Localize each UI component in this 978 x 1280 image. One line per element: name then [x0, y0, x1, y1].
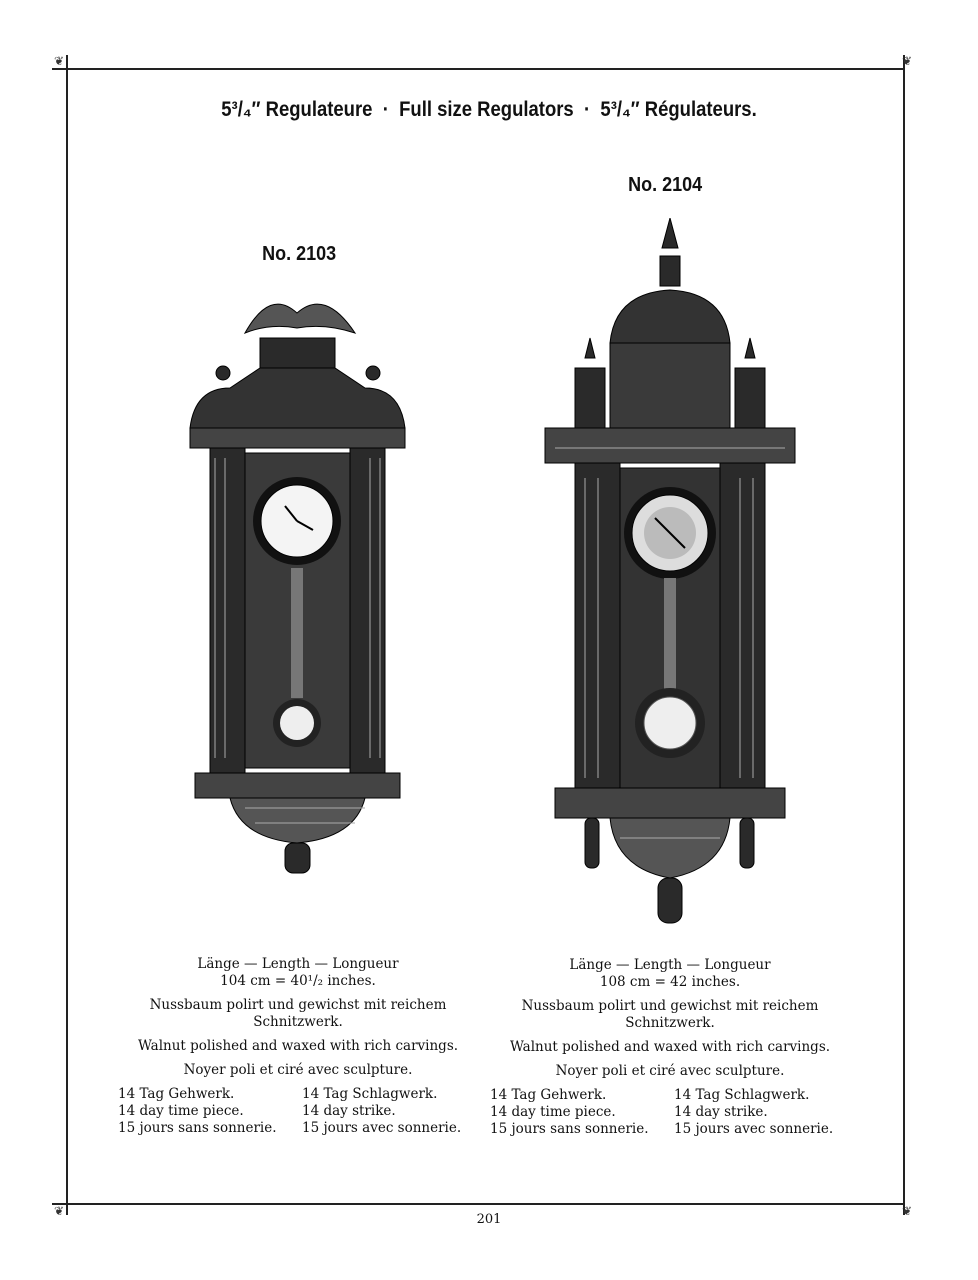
title-french: 5³/₄″ Régulateurs.	[600, 98, 757, 121]
title-english: Full size Regulators	[399, 98, 574, 121]
clock-2104-illustration	[544, 218, 796, 924]
right-border	[903, 55, 905, 1215]
page-title: 5³/₄″ Regulateure · Full size Regulators…	[59, 98, 920, 122]
option-text: 15 jours sans sonnerie.	[490, 1121, 649, 1137]
option-text: 14 day strike.	[302, 1103, 396, 1119]
page-number: 201	[476, 1212, 502, 1227]
model-number-2104: No. 2104	[628, 174, 703, 196]
option-text: 14 Tag Gehwerk.	[490, 1087, 607, 1103]
length-value: 104 cm = 40¹/₂ inches.	[220, 973, 376, 989]
description-french: Noyer poli et ciré avec sculpture.	[183, 1062, 413, 1078]
title-german: 5³/₄″ Regulateure	[221, 98, 373, 121]
corner-ornament-icon: ❦	[54, 54, 65, 68]
description-german: Nussbaum polirt und gewichst mit reichem…	[149, 997, 447, 1030]
description-english: Walnut polished and waxed with rich carv…	[509, 1039, 831, 1055]
option-text: 14 day time piece.	[118, 1103, 244, 1119]
movement-options: 14 Tag Gehwerk. 14 Tag Schlagwerk. 14 day…	[490, 1087, 850, 1138]
length-label: Länge — Length — Longueur	[197, 956, 399, 972]
corner-ornament-icon: ❦	[902, 1204, 913, 1218]
model-number-2103: No. 2103	[262, 243, 337, 265]
option-text: 15 jours avec sonnerie.	[674, 1121, 834, 1137]
option-text: 14 Tag Schlagwerk.	[302, 1086, 438, 1102]
top-border	[52, 68, 904, 70]
length-value: 108 cm = 42 inches.	[599, 974, 741, 990]
left-border	[66, 55, 68, 1215]
title-separator: ·	[583, 98, 591, 121]
option-text: 14 day strike.	[674, 1104, 768, 1120]
option-text: 14 Tag Gehwerk.	[118, 1086, 235, 1102]
description-german: Nussbaum polirt und gewichst mit reichem…	[521, 998, 819, 1031]
option-text: 15 jours avec sonnerie.	[302, 1120, 462, 1136]
option-text: 14 day time piece.	[490, 1104, 616, 1120]
description-french: Noyer poli et ciré avec sculpture.	[555, 1063, 785, 1079]
option-text: 15 jours sans sonnerie.	[118, 1120, 277, 1136]
length-label: Länge — Length — Longueur	[569, 957, 771, 973]
title-separator: ·	[382, 98, 389, 121]
bottom-border	[52, 1203, 904, 1205]
corner-ornament-icon: ❦	[54, 1204, 65, 1218]
clock-2103-illustration	[189, 303, 406, 874]
corner-ornament-icon: ❦	[902, 54, 913, 68]
option-text: 14 Tag Schlagwerk.	[674, 1087, 810, 1103]
movement-options: 14 Tag Gehwerk. 14 Tag Schlagwerk. 14 day…	[118, 1086, 478, 1137]
description-english: Walnut polished and waxed with rich carv…	[137, 1038, 459, 1054]
